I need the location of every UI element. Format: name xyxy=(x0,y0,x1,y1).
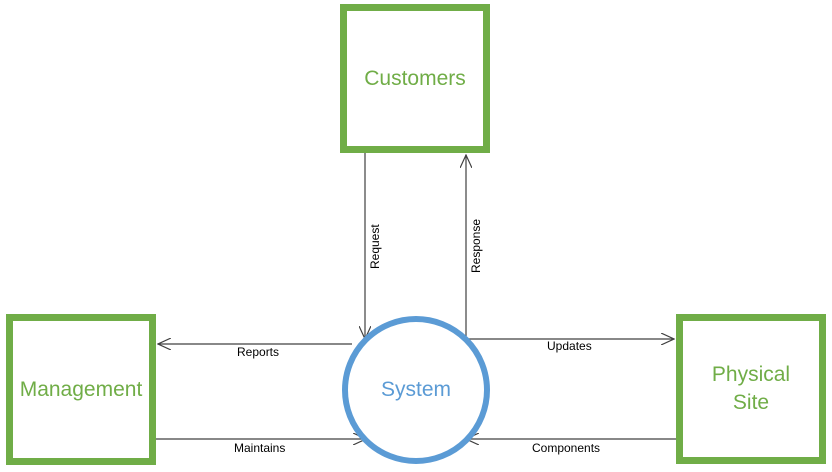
management-label: Management xyxy=(19,377,143,401)
maintains-label: Maintains xyxy=(234,441,286,455)
physical-site-label-line1: Physical xyxy=(711,363,791,386)
system-label: System xyxy=(380,378,451,401)
request-label: Request xyxy=(368,224,382,269)
components-label: Components xyxy=(532,441,601,455)
physical-site-label: Physical Site xyxy=(712,361,790,417)
customers-entity: Customers xyxy=(340,4,490,153)
system-process: System xyxy=(342,316,490,464)
physical-site-label-line2: Site xyxy=(732,391,770,414)
management-entity: Management xyxy=(6,314,156,465)
response-label: Response xyxy=(469,218,483,273)
physical-site-entity: Physical Site xyxy=(676,314,826,464)
updates-label: Updates xyxy=(547,339,592,353)
customers-label: Customers xyxy=(364,66,466,90)
reports-label: Reports xyxy=(237,345,280,359)
